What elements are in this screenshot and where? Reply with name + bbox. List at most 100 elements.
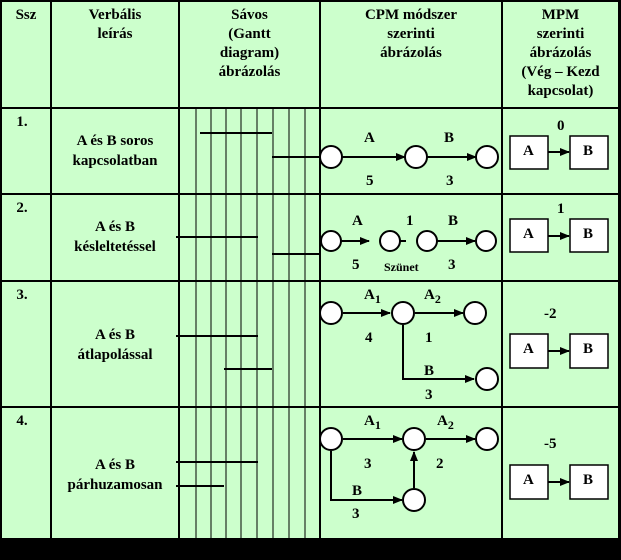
header-savos: Sávos (Gantt diagram) ábrázolás <box>180 6 319 82</box>
mpm-box-b-label: B <box>583 472 594 488</box>
gantt-grid <box>195 109 306 538</box>
mpm-box-a-label: A <box>523 341 534 357</box>
row-3-description: A és B átlapolással <box>52 325 178 365</box>
cpm-node <box>463 301 487 325</box>
cpm-duration-a1: 3 <box>364 456 372 472</box>
cpm-node <box>475 427 499 451</box>
header-cell-verbal <box>52 2 178 107</box>
row-1-description-line: A és B soros <box>76 133 154 149</box>
cpm-node <box>320 230 342 252</box>
mpm-box-b <box>569 135 609 170</box>
cpm-duration-a: 5 <box>352 257 360 273</box>
cpm-label-a: A <box>352 213 363 229</box>
cpm-duration-a1: 4 <box>365 330 373 346</box>
header-savos-line: diagram) <box>219 45 280 61</box>
cpm-arrow <box>330 451 403 504</box>
cpm-label-b: B <box>424 363 435 379</box>
header-cell-cpm <box>321 2 501 107</box>
row-3-desc-cell <box>52 282 178 406</box>
cpm-node <box>416 230 438 252</box>
cpm-node <box>319 427 343 451</box>
mpm-lag: 1 <box>557 201 565 217</box>
header-ssz: Ssz <box>2 6 50 25</box>
header-ssz-text: Ssz <box>15 7 37 23</box>
header-savos-line: ábrázolás <box>218 64 281 80</box>
row-3-gantt-cell <box>180 282 319 406</box>
header-cell-ssz <box>2 2 50 107</box>
cpm-label-a2-text: A <box>424 287 435 303</box>
cpm-duration-a: 5 <box>366 173 374 189</box>
header-mpm-line: kapcsolat) <box>527 83 594 99</box>
mpm-lag: -5 <box>544 436 557 452</box>
row-3-number: 3. <box>16 287 28 303</box>
cpm-label-a2: A2 <box>437 413 454 433</box>
cpm-label-a1: A1 <box>364 287 381 307</box>
mpm-box-a <box>509 218 549 253</box>
mpm-box-b <box>569 333 609 369</box>
cpm-label-a1-text: A <box>364 287 375 303</box>
row-2-description: A és B késleltetéssel <box>52 217 178 257</box>
cpm-node <box>391 301 415 325</box>
header-cpm-line: ábrázolás <box>380 45 442 61</box>
cpm-node <box>475 145 499 169</box>
cpm-arrow <box>402 325 475 383</box>
cpm-row-4 <box>319 427 499 512</box>
cpm-duration-a2: 2 <box>436 456 444 472</box>
gantt-bars <box>176 132 320 487</box>
cpm-node <box>404 145 428 169</box>
header-mpm-line: (Vég – Kezd <box>521 64 600 80</box>
cpm-row-3 <box>319 301 499 391</box>
row-4-number: 4. <box>16 413 28 429</box>
cpm-duration-b: 3 <box>352 506 360 522</box>
mpm-box-b-label: B <box>583 143 594 159</box>
cpm-label-a2-text: A <box>437 413 448 429</box>
header-verbal: Verbális leírás <box>52 6 178 44</box>
cpm-label-a1: A1 <box>364 413 381 433</box>
cpm-label-b: B <box>448 213 459 229</box>
header-mpm: MPM szerinti ábrázolás (Vég – Kezd kapcs… <box>503 6 618 101</box>
row-4-description-line: párhuzamosan <box>67 477 163 493</box>
cpm-node <box>319 145 343 169</box>
header-verbal-line: Verbális <box>88 7 142 23</box>
cpm-duration-b: 3 <box>425 387 433 403</box>
row-2-description-line: késleltetéssel <box>74 239 156 255</box>
row-4-gantt-cell <box>180 408 319 538</box>
row-4-description: A és B párhuzamosan <box>52 455 178 495</box>
row-1-num-cell <box>2 109 50 193</box>
cpm-label-a1-text: A <box>364 413 375 429</box>
mpm-lag: 0 <box>557 118 565 134</box>
cpm-node <box>402 427 426 451</box>
cpm-node <box>402 488 426 512</box>
cpm-label-a1-sub: 1 <box>374 292 381 306</box>
row-2-desc-cell <box>52 195 178 280</box>
cpm-label-gap: 1 <box>406 213 414 229</box>
mpm-box-a-label: A <box>523 226 534 242</box>
header-cpm: CPM módszer szerinti ábrázolás <box>321 6 501 63</box>
cpm-label-a2-sub: 2 <box>447 418 454 432</box>
cpm-label-b: B <box>444 130 455 146</box>
cpm-row-2 <box>320 230 497 252</box>
row-4-desc-cell <box>52 408 178 538</box>
header-verbal-line: leírás <box>97 26 133 42</box>
cpm-duration-b: 3 <box>448 257 456 273</box>
header-savos-line: (Gantt <box>228 26 271 42</box>
mpm-box-b-label: B <box>583 341 594 357</box>
mpm-box-a-label: A <box>523 472 534 488</box>
mpm-box-a <box>509 464 549 500</box>
header-savos-line: Sávos <box>231 7 268 23</box>
row-4-description-line: A és B <box>94 457 135 473</box>
cpm-duration-a2: 1 <box>425 330 433 346</box>
row-2-description-line: A és B <box>94 219 135 235</box>
cpm-label-a1-sub: 1 <box>374 418 381 432</box>
header-mpm-line: ábrázolás <box>529 45 592 61</box>
row-2-num-cell <box>2 195 50 280</box>
mpm-box-a-label: A <box>523 143 534 159</box>
row-3-description-line: átlapolással <box>77 347 153 363</box>
header-cpm-line: szerinti <box>387 26 435 42</box>
header-mpm-line: MPM <box>541 7 580 23</box>
row-1-gantt-cell <box>180 109 319 193</box>
cpm-label-a: A <box>364 130 375 146</box>
cpm-node <box>319 301 343 325</box>
